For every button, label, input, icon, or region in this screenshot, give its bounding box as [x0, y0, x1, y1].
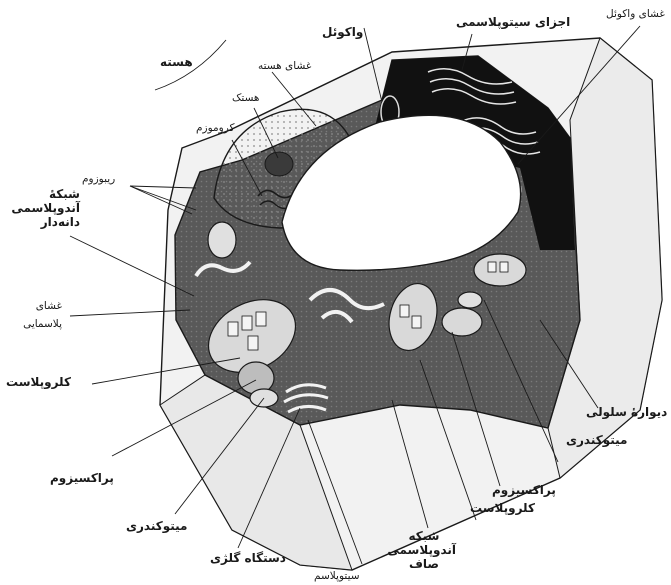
- label-nucleolus: هستک: [232, 92, 259, 104]
- label-ribosome: ریبوزوم: [82, 173, 115, 185]
- label-cytoplasm-parts: اجزای سیتوپلاسمی: [456, 16, 570, 30]
- label-nucleus: هسته: [160, 56, 193, 70]
- label-peroxisome-left: پراکسیزوم: [50, 472, 114, 486]
- label-rough-er: شبکهٔ آندوپلاسمی دانه‌دار: [6, 188, 80, 229]
- label-golgi: دستگاه گلژی: [210, 552, 286, 566]
- label-chloroplast-left: کلروپلاست: [6, 376, 71, 390]
- label-vacuole: واکوئل: [322, 26, 363, 40]
- label-cell-wall: دیوارهٔ سلولی: [586, 406, 667, 420]
- label-chloroplast-right: کلروپلاست: [470, 502, 535, 516]
- label-mitochondria-left: میتوکندری: [126, 520, 187, 534]
- label-cytoplasm: سیتوپلاسم: [314, 570, 360, 582]
- label-chromosome: کروموزم: [196, 122, 234, 134]
- label-mitochondria-right: میتوکندری: [566, 434, 627, 448]
- label-peroxisome-right: پراکسیزوم: [492, 484, 556, 498]
- label-vacuole-membrane: غشای واکوئل: [606, 8, 665, 20]
- label-smooth-er: شبکه آندوپلاسمی صاف: [392, 530, 456, 571]
- label-plasma-membrane: غشای پلاسمایی: [6, 298, 62, 334]
- label-nuclear-membrane: غشای هسته: [258, 60, 311, 72]
